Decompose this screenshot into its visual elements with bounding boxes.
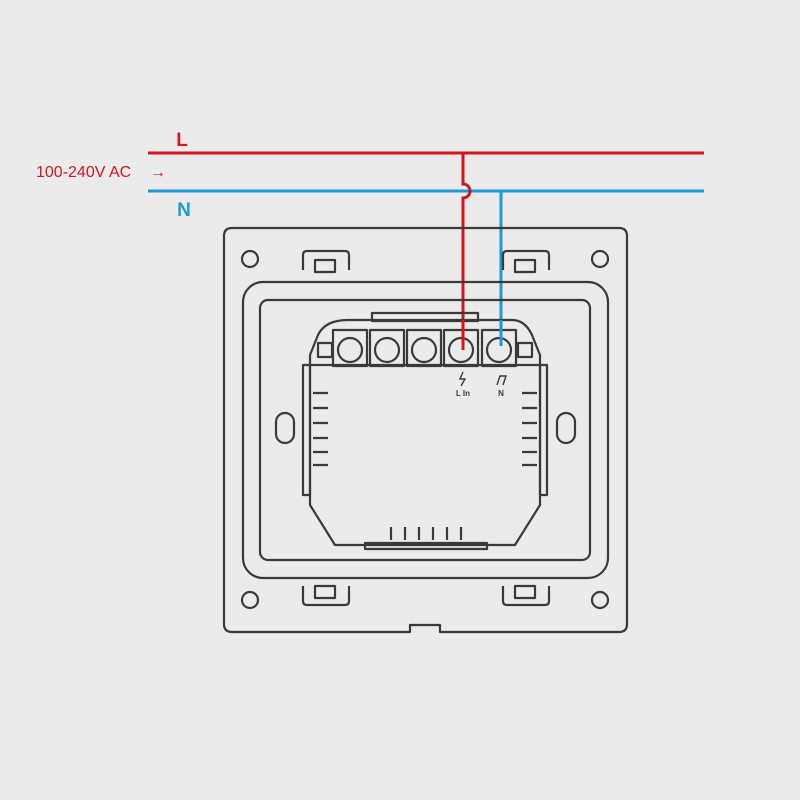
clip bbox=[301, 249, 551, 607]
screw-hole bbox=[590, 590, 610, 610]
mounting-slot bbox=[274, 411, 296, 445]
arrow-icon: → bbox=[150, 164, 166, 181]
mounting-slot bbox=[555, 411, 577, 445]
lightning-icon bbox=[458, 371, 467, 387]
neutral-label: N bbox=[177, 200, 191, 221]
live-label: L bbox=[176, 130, 188, 151]
live-drop-wire bbox=[461, 153, 472, 350]
relay-module: L In N bbox=[301, 311, 549, 551]
screw-hole bbox=[590, 249, 610, 269]
switch-back-plate bbox=[222, 226, 629, 634]
live-in-terminal bbox=[447, 336, 475, 364]
neutral-terminal bbox=[485, 336, 513, 364]
supply-voltage-label: 100-240V AC bbox=[36, 164, 131, 181]
terminal-block bbox=[331, 328, 518, 368]
neutral-icon bbox=[496, 375, 507, 386]
screw-hole bbox=[240, 590, 260, 610]
screw-hole bbox=[240, 249, 260, 269]
terminal-label-n: N bbox=[498, 389, 504, 398]
terminal-label-l-in: L In bbox=[456, 389, 470, 398]
